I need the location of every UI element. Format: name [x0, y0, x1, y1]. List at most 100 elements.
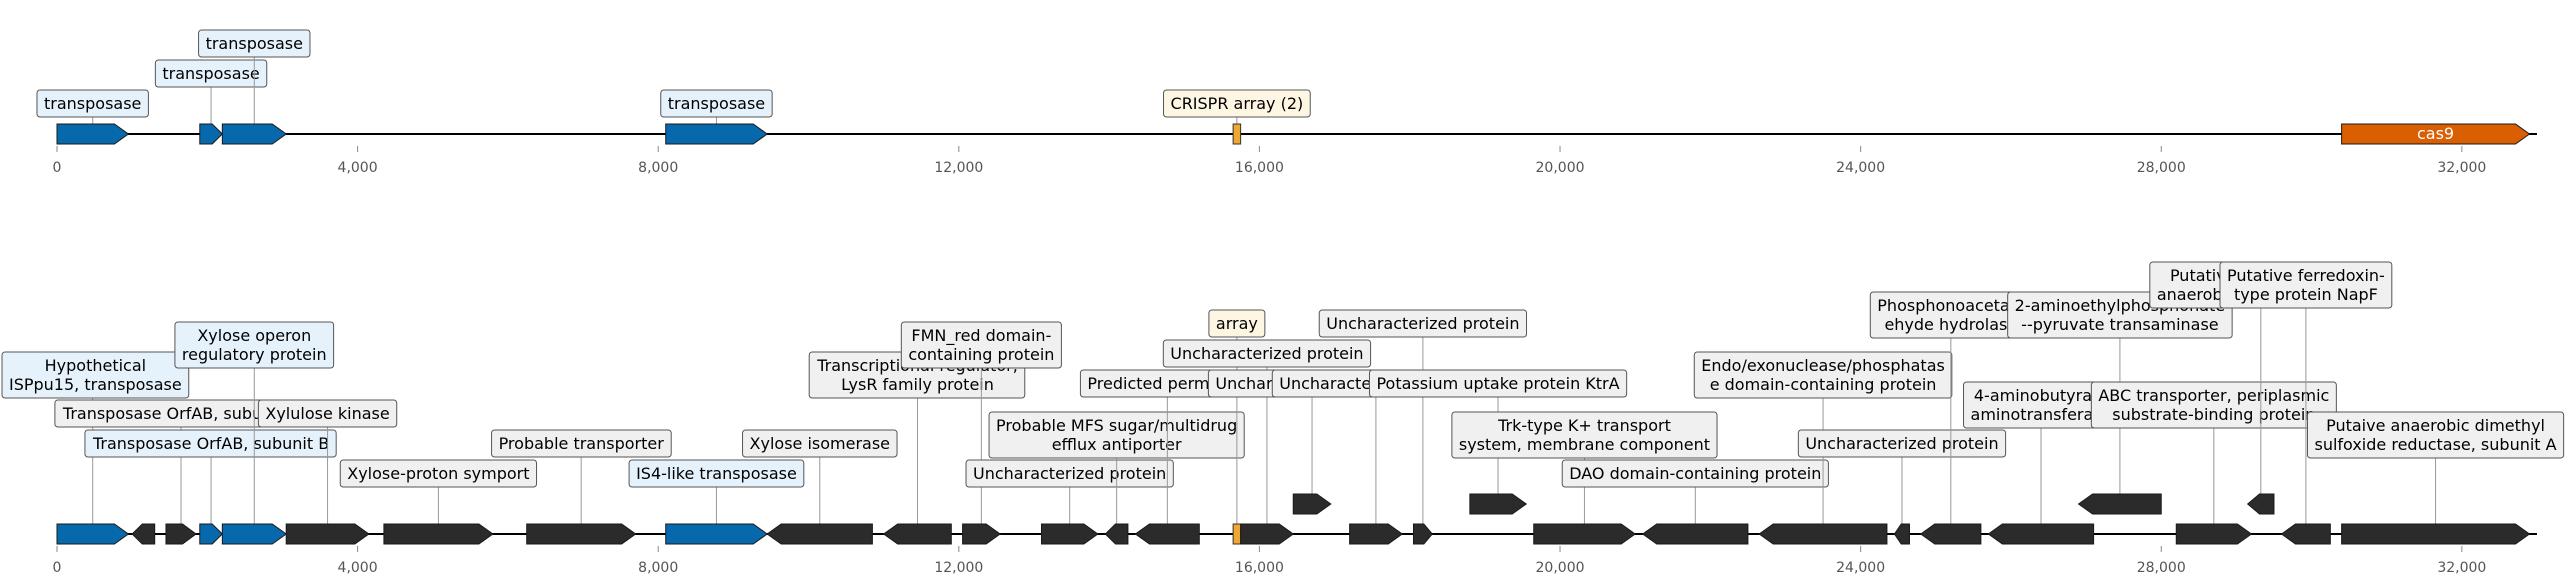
gene-transcriptional-regulator-lysr-family-protein-arrow: [882, 523, 952, 545]
label-box: [1208, 309, 1266, 338]
label-text: Transposase OrfAB, subunit B: [92, 434, 329, 453]
gene-xylose-proton-symport-arrow: [383, 523, 494, 545]
axis-tick-label: 4,000: [338, 160, 378, 176]
label-box: [2306, 411, 2565, 459]
label-text: transposase: [668, 94, 765, 113]
label-box: [339, 459, 538, 488]
axis-tick-label: 16,000: [1235, 160, 1284, 176]
feature-label-fmn-red-domain-containing-protein: FMN_red domain-containing protein: [900, 321, 1062, 369]
gene-transposase-orfab-subunit-b-arrow: [199, 523, 224, 545]
gene-transposase-arrow: [665, 123, 769, 145]
label-box: [742, 429, 898, 458]
label-text: array: [1216, 314, 1258, 333]
axis-tick-label: 12,000: [934, 160, 983, 176]
feature-label-transposase: transposase: [154, 59, 268, 88]
label-box: [36, 89, 149, 118]
label-box: [198, 29, 311, 58]
gene-uncharacterized-protein-arrow: [1040, 523, 1099, 545]
feature-label-xylulose-kinase: Xylulose kinase: [257, 399, 398, 428]
label-text: Uncharacterized protein: [1170, 344, 1363, 363]
gene-uncharacterized-protein-arrow: [1240, 523, 1295, 545]
gene-inline-label: cas9: [2417, 124, 2454, 143]
axis-tick-label: 0: [53, 160, 62, 176]
label-text: Predicted permease: [1087, 374, 1247, 393]
gene-transposase-arrow: [199, 123, 224, 145]
label-text: FMN_red domain-containing protein: [908, 326, 1054, 364]
axis-tick-label: 20,000: [1536, 560, 1585, 576]
feature-label-probable-transporter: Probable transporter: [491, 429, 672, 458]
feature-label-putative-ferredoxin-type-protein-napf: Putative ferredoxin-type protein NapF: [2219, 261, 2393, 309]
label-box: [1451, 411, 1718, 459]
gene-uncharacterized-protein-arrow: [1349, 523, 1404, 545]
label-text: Uncharacterized protein: [973, 464, 1166, 483]
axis-tick-label: 0: [53, 560, 62, 576]
feature-label-transposase: transposase: [36, 89, 149, 118]
feature-labels: transposasetransposasetransposasetranspo…: [36, 29, 1311, 124]
gene-is4-like-transposase-arrow: [665, 523, 769, 545]
gene-cas9-arrow: [2341, 123, 2531, 145]
label-box: [660, 89, 773, 118]
label-box: [1, 351, 190, 399]
feature-label-uncharacterized-protein: Uncharacterized protein: [1162, 339, 1372, 368]
label-box: [257, 399, 398, 428]
label-box: [1163, 89, 1311, 118]
gene-2-aminoethylphosphonate-pyruvate-transaminase-arrow: [2077, 493, 2162, 515]
axis-tick-label: 16,000: [1235, 560, 1284, 576]
label-box: [1162, 339, 1372, 368]
feature-arrows: [56, 123, 2531, 145]
label-box: [1318, 309, 1528, 338]
feature-label-is4-like-transposase: IS4-like transposase: [628, 459, 805, 488]
label-text: transposase: [162, 64, 259, 83]
label-box: [84, 429, 337, 458]
gene-xylose-operon-regulatory-protein-arrow: [221, 523, 288, 545]
gene-endo-exonuclease-phosphatas-e-domain-containing-protein-arrow: [1758, 523, 1888, 545]
gene-array-arrow: [1232, 523, 1242, 545]
gene-transposase-orfab-subunit-a-arrow: [165, 523, 197, 545]
axis-tick-label: 32,000: [2437, 160, 2486, 176]
label-text: Potassium uptake protein KtrA: [1376, 374, 1619, 393]
feature-label-transposase-orfab-subunit-a: Transposase OrfAB, subunit A: [54, 399, 307, 428]
label-box: [1797, 429, 2007, 458]
gene-dao-domain-containing-protein-arrow: [1641, 523, 1749, 545]
label-box: [1368, 369, 1628, 398]
gene-transposase-arrow: [56, 123, 130, 145]
gene-uncharacterized-protein-arrow: [1292, 493, 1332, 515]
axis-tick-label: 28,000: [2137, 560, 2186, 576]
feature-label-transposase: transposase: [660, 89, 773, 118]
axis-tick-label: 24,000: [1836, 560, 1885, 576]
feature-label-crispr-array-2: CRISPR array (2): [1163, 89, 1311, 118]
label-text: Xylulose kinase: [265, 404, 389, 423]
axis-tick-label: 28,000: [2137, 160, 2186, 176]
label-box: [628, 459, 805, 488]
gene-putative-component-of-anaerobic-dehydrogenase-arrow: [2246, 493, 2275, 515]
gene-potassium-uptake-protein-ktra-arrow: [1469, 493, 1528, 515]
feature-label-uncharacterized-protein: Uncharacterized protein: [1797, 429, 2007, 458]
gene-uncharacterized-protein-arrow: [1412, 523, 1433, 545]
label-box: [965, 459, 1174, 488]
axis-tick-label: 8,000: [638, 160, 678, 176]
gene-uncharacterized-protein-arrow: [1893, 523, 1910, 545]
gene-transposase-arrow: [221, 123, 288, 145]
label-box: [491, 429, 672, 458]
gene-hypothetical-isppu15-transposase-arrow: [56, 523, 130, 545]
feature-label-xylose-isomerase: Xylose isomerase: [742, 429, 898, 458]
gene-putative-ferredoxin-type-protein-napf-arrow: [2280, 523, 2331, 545]
gene-feature-arrow: [131, 523, 156, 545]
feature-label-uncharacterized-protein: Uncharacterized protein: [1318, 309, 1528, 338]
label-text: Uncharacterized protein: [1326, 314, 1519, 333]
label-text: Putative ferredoxin-type protein NapF: [2227, 266, 2385, 304]
gene-abc-transporter-periplasmic-substrate-binding-protein-arrow: [2175, 523, 2253, 545]
